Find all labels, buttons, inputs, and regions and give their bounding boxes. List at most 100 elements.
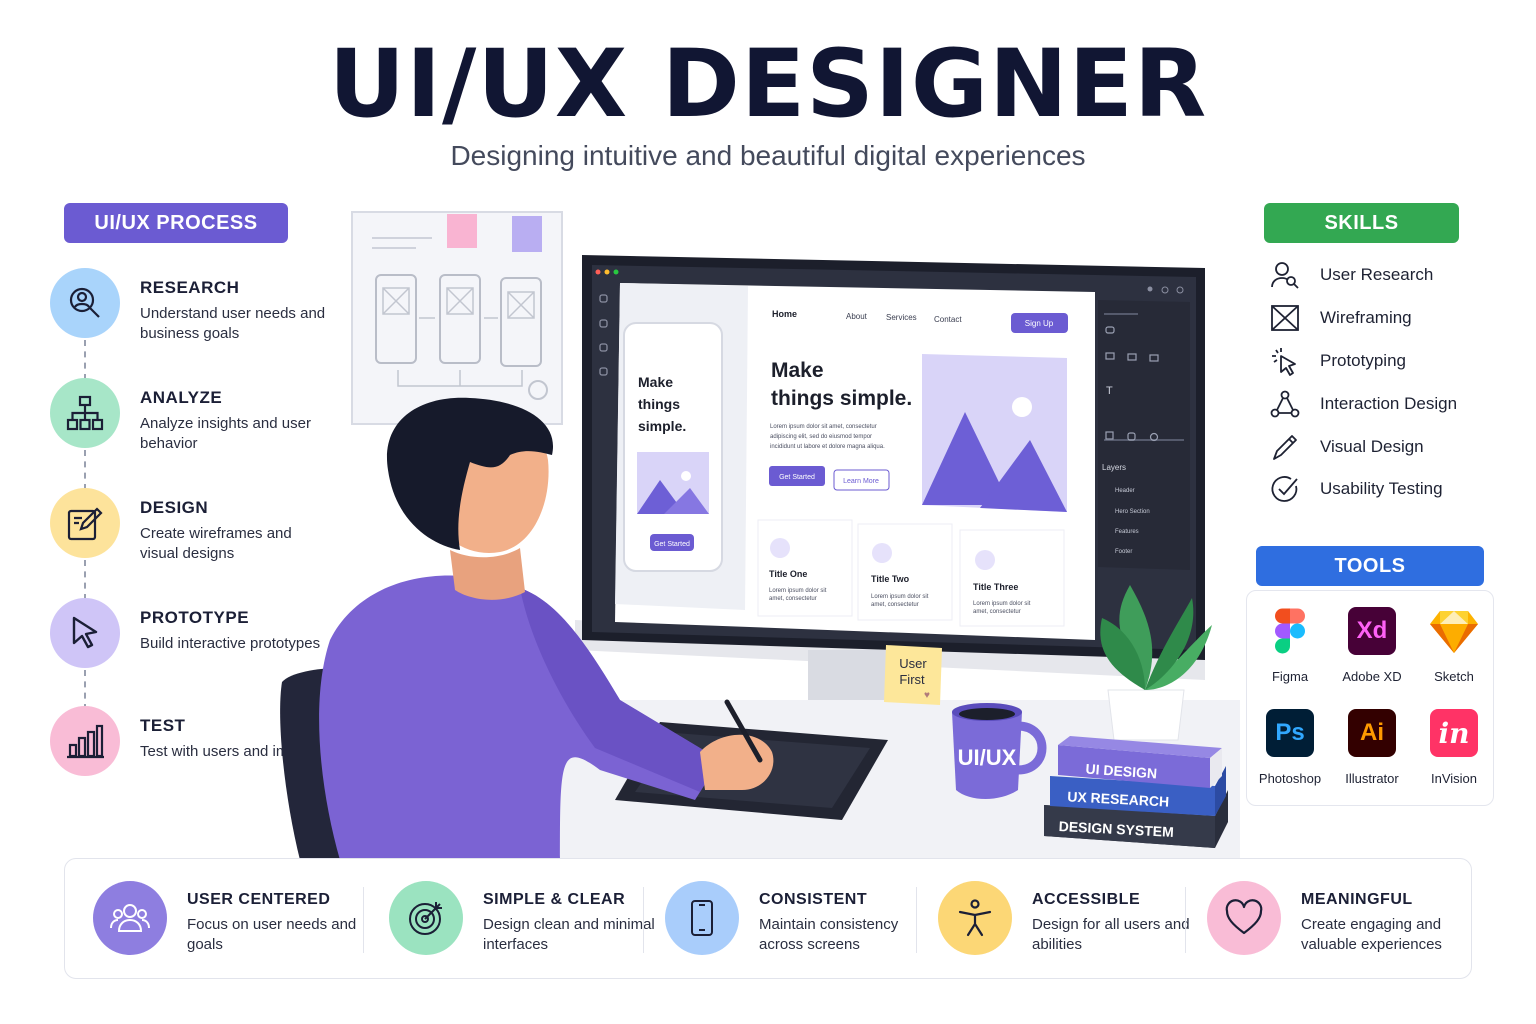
skill-label: Visual Design xyxy=(1320,437,1424,456)
edit-icon xyxy=(50,488,120,558)
value-title: CONSISTENT xyxy=(759,891,868,908)
page-subtitle: Designing intuitive and beautiful digita… xyxy=(450,140,1086,171)
step-title: DESIGN xyxy=(140,498,209,517)
web-mockup: Home About Services Contact Sign Up Make… xyxy=(757,309,1068,627)
designer-illustration: Make things simple. Get Started Home Abo… xyxy=(280,211,1240,860)
tool-invision: in InVision xyxy=(1413,709,1495,799)
user-search-icon xyxy=(1271,262,1299,289)
tool-label: Adobe XD xyxy=(1342,669,1402,684)
nav-about[interactable]: About xyxy=(846,312,868,321)
book-title: DESIGN SYSTEM xyxy=(1058,818,1174,840)
skill-interaction-design: Interaction Design xyxy=(1270,387,1510,421)
value-title: USER CENTERED xyxy=(187,891,331,908)
process-connector xyxy=(84,670,86,710)
step-desc: Analyze insights and user behavior xyxy=(140,415,311,452)
skill-label: User Research xyxy=(1320,265,1434,284)
sketch-icon xyxy=(1430,607,1478,655)
step-desc: Build interactive prototypes xyxy=(140,635,321,652)
nav-contact[interactable]: Contact xyxy=(934,315,962,324)
divider xyxy=(916,887,917,953)
sticky-note: User First ♥ xyxy=(884,645,942,705)
tool-adobe-xd: Xd Adobe XD xyxy=(1331,607,1413,697)
value-title: ACCESSIBLE xyxy=(1032,891,1141,908)
pen-icon xyxy=(1273,435,1297,460)
learn-more-label: Learn More xyxy=(843,478,879,485)
skill-usability-testing: Usability Testing xyxy=(1270,472,1510,506)
svg-text:T: T xyxy=(1106,385,1113,397)
value-desc: Focus on user needs and goals xyxy=(187,916,357,953)
phone-icon xyxy=(665,881,739,955)
illustrator-icon: Ai xyxy=(1348,709,1396,757)
step-title: PROTOTYPE xyxy=(140,608,250,627)
layers-title: Layers xyxy=(1102,463,1126,472)
card-title: Title Two xyxy=(871,574,910,584)
process-connector xyxy=(84,560,86,600)
tool-label: InVision xyxy=(1430,771,1477,786)
card-body: Lorem ipsum dolor sit xyxy=(871,594,929,600)
book-title: UX RESEARCH xyxy=(1067,788,1170,809)
card-title: Title Three xyxy=(973,582,1018,592)
tools-heading: TOOLS xyxy=(1256,546,1484,586)
hierarchy-icon xyxy=(50,378,120,448)
tool-label: Figma xyxy=(1271,669,1309,684)
signup-label: Sign Up xyxy=(1025,319,1054,328)
layer-item[interactable]: Footer xyxy=(1115,549,1132,555)
value-desc: Maintain consistency across screens xyxy=(759,916,899,953)
process-step-analyze: ANALYZE Analyze insights and user behavi… xyxy=(50,378,340,458)
process-step-prototype: PROTOTYPE Build interactive prototypes xyxy=(50,598,340,678)
values-bar: USER CENTERED Focus on user needs and go… xyxy=(64,858,1472,979)
get-started-button[interactable] xyxy=(769,466,825,486)
step-desc: Understand user needs and business goals xyxy=(140,305,326,342)
value-desc: Create engaging and valuable experiences xyxy=(1301,916,1442,953)
learn-more-button[interactable] xyxy=(833,469,890,491)
phone-line1: Make xyxy=(638,374,673,390)
value-title: SIMPLE & CLEAR xyxy=(483,891,626,908)
value-desc: Design clean and minimal interfaces xyxy=(483,916,655,953)
tool-label: Sketch xyxy=(1434,669,1474,684)
process-step-research: RESEARCH Understand user needs and busin… xyxy=(50,268,340,348)
signup-button[interactable] xyxy=(1011,313,1068,333)
bar-chart-icon xyxy=(50,706,120,776)
page-title: UI/UX DESIGNER xyxy=(328,30,1208,139)
heart-icon xyxy=(1207,881,1281,955)
step-desc: Create wireframes and visual designs xyxy=(140,525,292,562)
skill-prototyping: Prototyping xyxy=(1270,344,1510,378)
wireframe-icon xyxy=(1271,305,1299,331)
nav-services[interactable]: Services xyxy=(886,313,917,322)
tool-label: Photoshop xyxy=(1258,771,1322,786)
nodes-icon xyxy=(1270,390,1300,418)
adobe-xd-icon: Xd xyxy=(1348,607,1396,655)
invision-icon: in xyxy=(1430,709,1478,757)
phone-line3: simple. xyxy=(638,418,686,434)
step-desc: Test with users and improve xyxy=(140,743,326,760)
divider xyxy=(363,887,364,953)
hero-body-3: incididunt ut labore et dolore magna ali… xyxy=(770,444,885,450)
process-connector xyxy=(84,450,86,490)
tool-label: Illustrator xyxy=(1345,771,1399,786)
research-icon xyxy=(50,268,120,338)
card-body: Lorem ipsum dolor sit xyxy=(973,601,1031,607)
hero-line1: Make xyxy=(771,359,824,382)
mug-label: UI/UX xyxy=(958,745,1017,770)
click-icon xyxy=(1272,348,1296,376)
phone-mockup: Make things simple. Get Started xyxy=(623,322,723,572)
tool-figma: Figma xyxy=(1249,607,1331,697)
hero-body-2: adipiscing elit, sed do eiusmod tempor xyxy=(770,434,872,440)
designer-person xyxy=(319,397,774,860)
value-desc: Design for all users and abilities xyxy=(1032,916,1190,953)
accessibility-icon xyxy=(938,881,1012,955)
phone-get-started-button[interactable] xyxy=(650,534,694,551)
layer-item[interactable]: Hero Section xyxy=(1115,509,1150,515)
card-body: Lorem ipsum dolor sit xyxy=(769,588,827,594)
hero-line2: things simple. xyxy=(771,387,912,410)
process-connector xyxy=(84,340,86,380)
divider xyxy=(1185,887,1186,953)
skill-label: Wireframing xyxy=(1320,308,1412,327)
tool-illustrator: Ai Illustrator xyxy=(1331,709,1413,799)
layer-item[interactable]: Header xyxy=(1115,488,1135,494)
card-body: amet, consectetur xyxy=(769,596,817,602)
nav-home[interactable]: Home xyxy=(772,309,797,319)
wireframe-board xyxy=(351,211,563,425)
layer-item[interactable]: Features xyxy=(1115,529,1139,535)
skill-visual-design: Visual Design xyxy=(1270,430,1510,464)
